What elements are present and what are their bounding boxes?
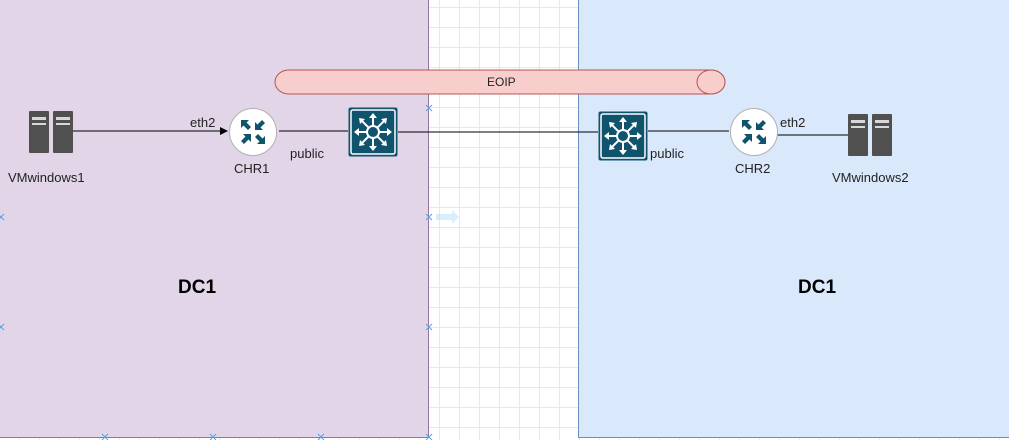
drag-hint-arrow-icon: [436, 210, 459, 224]
chr2-node[interactable]: [729, 107, 779, 157]
router-icon: [229, 108, 277, 156]
vm1-node[interactable]: [29, 111, 73, 153]
server-icon: [848, 114, 892, 156]
eoip-tunnel[interactable]: [274, 69, 726, 95]
zone-left-label: DC1: [178, 277, 217, 298]
switch1-node[interactable]: [348, 107, 398, 157]
switch2-node[interactable]: [598, 111, 648, 161]
edge-label-vm1-eth2: eth2: [190, 115, 216, 130]
switch-icon: [598, 111, 648, 161]
chr1-node[interactable]: [228, 107, 278, 157]
chr1-label: CHR1: [234, 161, 270, 176]
edge-label-chr2-public: public: [650, 146, 684, 161]
vm2-label: VMwindows2: [832, 170, 909, 185]
server-icon: [29, 111, 73, 153]
eoip-tunnel-label: EOIP: [487, 75, 516, 89]
vm2-node[interactable]: [848, 114, 892, 156]
switch-icon: [348, 107, 398, 157]
zone-right-label: DC1: [798, 277, 837, 298]
router-icon: [730, 108, 778, 156]
edge-label-chr1-public: public: [290, 146, 324, 161]
vm1-label: VMwindows1: [8, 170, 85, 185]
chr2-label: CHR2: [735, 161, 771, 176]
edge-label-vm2-eth2: eth2: [780, 115, 806, 130]
selection-handles: [0, 104, 433, 440]
